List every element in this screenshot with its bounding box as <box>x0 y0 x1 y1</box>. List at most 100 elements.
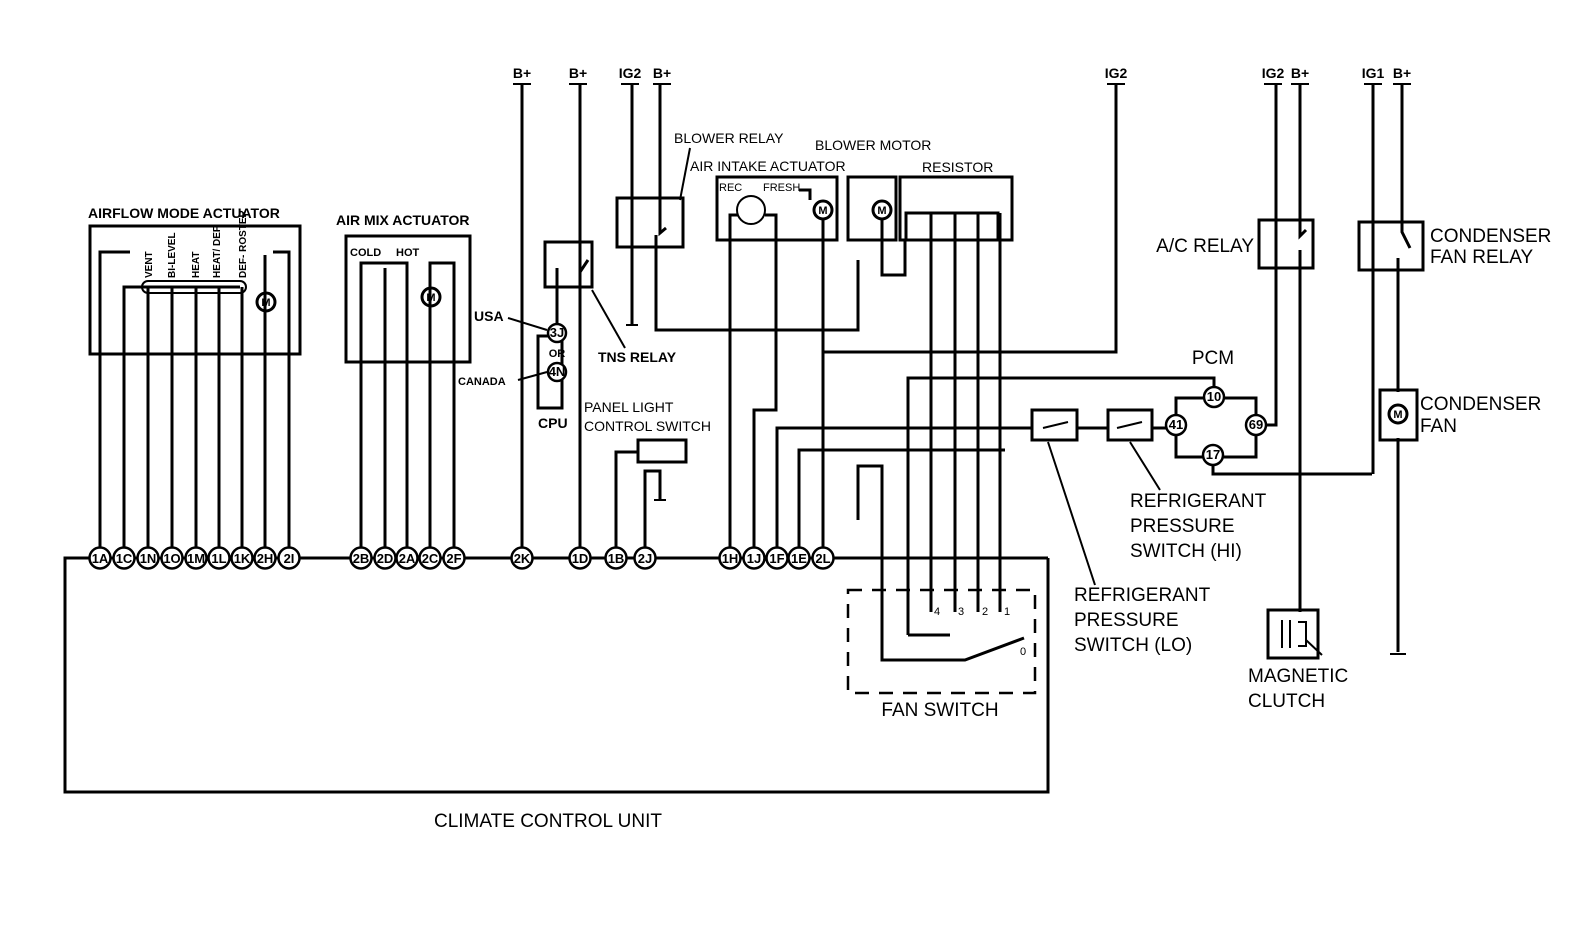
connector-1a: 1A <box>88 546 112 570</box>
fan-switch: FAN SWITCH 4 3 2 1 0 <box>846 588 1037 721</box>
mode-defroster: DEF- ROSTER <box>238 209 249 278</box>
pressure-switch-wire <box>775 426 1166 548</box>
mode-heat: HEAT <box>191 252 202 278</box>
connector-1f: 1F <box>765 546 789 570</box>
connector-1b: 1B <box>604 546 628 570</box>
fan-switch-label: FAN SWITCH <box>881 700 998 721</box>
motor-icon <box>1387 403 1409 425</box>
motor-symbol: M <box>426 292 435 304</box>
pcm-wire <box>906 376 1216 635</box>
pin-3j: 3J <box>550 325 564 340</box>
connector-2i: 2I <box>277 546 301 570</box>
position-0: 0 <box>1020 646 1026 658</box>
connector-label: 1D <box>572 551 589 566</box>
or-label: OR <box>549 348 566 360</box>
blower-motor-label: BLOWER MOTOR <box>815 137 931 153</box>
climate-control-unit-box <box>63 556 1050 794</box>
pcm-pin-17: 17 <box>1206 447 1220 462</box>
connector-label: 1M <box>187 551 205 566</box>
pressure-switch-hi-2: PRESSURE <box>1130 516 1235 537</box>
connector-1c: 1C <box>112 546 136 570</box>
airflow-mode-actuator: AIRFLOW MODE ACTUATOR VENT BI-LEVEL HEAT… <box>88 205 302 558</box>
fan-wire <box>797 448 1005 548</box>
panel-light-label-2: CONTROL SWITCH <box>584 418 711 434</box>
air-intake-actuator: AIR INTAKE ACTUATOR REC FRESH M <box>690 158 846 548</box>
cpu-and-tns-relay: TNS RELAY USA CANADA 3J OR 4N CPU <box>458 85 677 548</box>
connector-label: 1C <box>116 551 133 566</box>
connector-label: 1J <box>747 551 761 566</box>
power-label: IG2 <box>619 65 642 81</box>
pcm-pin-10: 10 <box>1207 389 1221 404</box>
ac-relay-label: A/C RELAY <box>1156 236 1254 257</box>
connector-label: 2L <box>815 551 830 566</box>
connector-1k: 1K <box>230 546 254 570</box>
connector-label: 2K <box>514 551 531 566</box>
cpu-label: CPU <box>538 415 568 431</box>
fresh-label: FRESH <box>763 182 800 194</box>
tns-relay-label: TNS RELAY <box>598 349 677 365</box>
power-label: IG2 <box>1262 65 1285 81</box>
magnetic-clutch-label-1: MAGNETIC <box>1248 666 1348 687</box>
pressure-switch-lo-1: REFRIGERANT <box>1074 585 1211 606</box>
connector-2j: 2J <box>633 546 657 570</box>
airflow-mode-actuator-label: AIRFLOW MODE ACTUATOR <box>88 205 280 221</box>
blower-relay-label: BLOWER RELAY <box>674 130 784 146</box>
climate-control-unit-label: CLIMATE CONTROL UNIT <box>434 811 662 832</box>
condenser-fan-relay-label-2: FAN RELAY <box>1430 247 1533 268</box>
connector-label: 1O <box>163 551 180 566</box>
connector-label: 2C <box>422 551 439 566</box>
connector-1o: 1O <box>160 546 184 570</box>
connector-2d: 2D <box>373 546 397 570</box>
power-label: B+ <box>1291 65 1309 81</box>
motor-icon <box>812 199 834 221</box>
connector-label: 1H <box>722 551 739 566</box>
connector-label: 2F <box>446 551 461 566</box>
motor-icon <box>871 199 893 221</box>
condenser-fan-label-2: FAN <box>1420 416 1457 437</box>
blower-relay: BLOWER RELAY <box>615 85 860 332</box>
rec-label: REC <box>719 182 742 194</box>
connector-label: 2J <box>638 551 652 566</box>
ig2-wire <box>823 85 1118 354</box>
pressure-switch-hi-3: SWITCH (HI) <box>1130 541 1242 562</box>
connector-2h: 2H <box>253 546 277 570</box>
connector-label: 2D <box>377 551 394 566</box>
position-3: 3 <box>958 606 964 618</box>
connector-label: 2I <box>284 551 295 566</box>
pcm-label: PCM <box>1192 348 1234 369</box>
connector-1n: 1N <box>136 546 160 570</box>
pressure-switch-lo-3: SWITCH (LO) <box>1074 635 1192 656</box>
connector-2b: 2B <box>349 546 373 570</box>
condenser-fan-label-1: CONDENSER <box>1420 394 1541 415</box>
connector-2k: 2K <box>510 546 534 570</box>
mode-heat-def: HEAT/ DEF <box>212 226 223 278</box>
motor-symbol: M <box>1393 409 1402 421</box>
magnetic-clutch-label-2: CLUTCH <box>1248 691 1325 712</box>
power-label: IG2 <box>1105 65 1128 81</box>
power-label: B+ <box>653 65 671 81</box>
connector-label: 1E <box>791 551 807 566</box>
pin-4n: 4N <box>549 364 566 379</box>
connector-label: 1N <box>140 551 157 566</box>
connector-label: 1L <box>211 551 226 566</box>
connector-label: 2A <box>399 551 416 566</box>
connector-label: 2H <box>257 551 274 566</box>
usa-label: USA <box>474 308 504 324</box>
hot-label: HOT <box>396 247 420 259</box>
connector-1j: 1J <box>742 546 766 570</box>
mode-vent: VENT <box>144 251 155 278</box>
connector-1e: 1E <box>787 546 811 570</box>
panel-light-control-switch: PANEL LIGHT CONTROL SWITCH <box>584 399 711 548</box>
power-label: B+ <box>1393 65 1411 81</box>
motor-symbol: M <box>877 205 886 217</box>
position-4: 4 <box>934 606 940 618</box>
connector-label: 1F <box>769 551 784 566</box>
condenser-fan-relay-label-1: CONDENSER <box>1430 226 1551 247</box>
motor-symbol: M <box>818 205 827 217</box>
resistor-label: RESISTOR <box>922 159 993 175</box>
connector-2a: 2A <box>395 546 419 570</box>
condenser-fan-relay-and-fan: CONDENSER FAN RELAY M CONDENSER FAN <box>1357 85 1551 655</box>
